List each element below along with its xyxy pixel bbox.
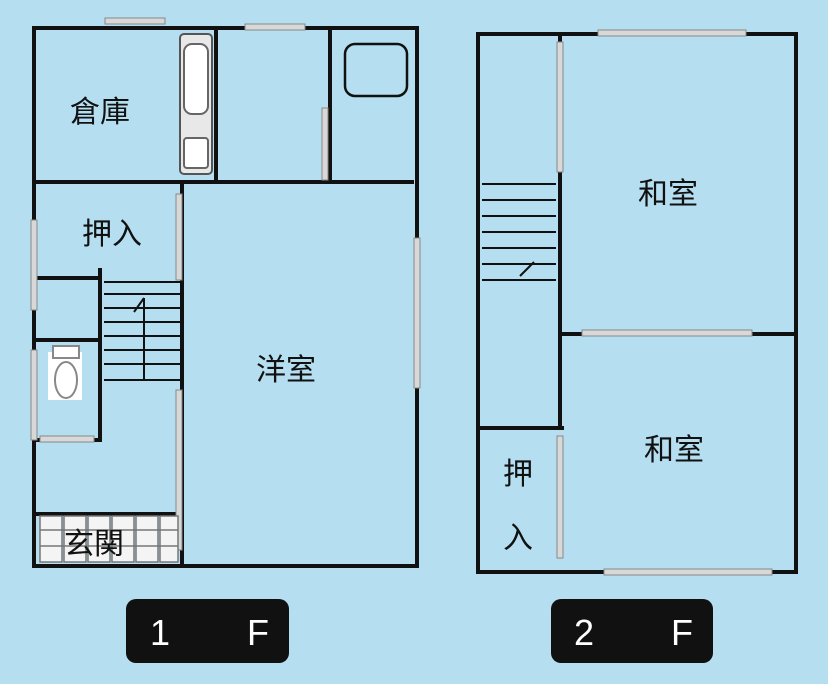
- room-label-closet: 押入: [82, 217, 142, 252]
- floor-2-windows: [556, 29, 773, 576]
- floor-1-plan: 倉庫 押入 洋室 玄関: [30, 17, 421, 568]
- room-label-japanese-room-upper: 和室: [638, 177, 698, 212]
- floor-2-badge-letter: F: [671, 612, 693, 653]
- room-label-entrance: 玄関: [64, 527, 124, 562]
- floor-2-badge: 2 F: [551, 599, 713, 663]
- floor-2-badge-number: 2: [574, 612, 594, 653]
- room-label-japanese-room-lower: 和室: [644, 433, 704, 468]
- floor-2-plan: 和室 和室 押 入: [476, 29, 798, 576]
- entrance-tiles: [39, 515, 179, 563]
- floor-1-badge: 1 F: [126, 599, 289, 663]
- room-label-closet-2f-char2: 入: [503, 521, 533, 556]
- floor-1-windows: [30, 17, 421, 551]
- room-label-storage: 倉庫: [70, 95, 130, 130]
- floor-1-badge-letter: F: [247, 612, 269, 653]
- bathtub-icon: [179, 33, 213, 175]
- room-label-closet-2f-char1: 押: [503, 457, 533, 492]
- sink-icon: [343, 42, 409, 98]
- floor-1-stairs-icon: [104, 281, 180, 381]
- floor-1-badge-number: 1: [150, 612, 170, 653]
- room-label-western-room: 洋室: [256, 353, 316, 388]
- floor-2-stairs-icon: [482, 183, 556, 281]
- toilet-icon: [48, 345, 82, 400]
